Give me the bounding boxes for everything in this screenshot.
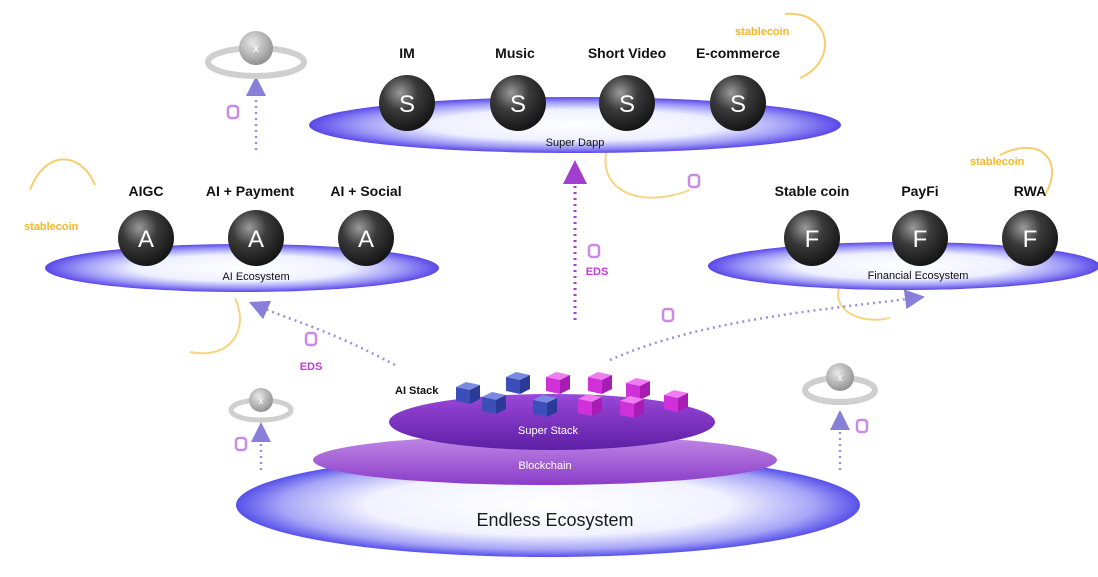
token-icon	[587, 243, 601, 259]
node-glyph: F	[913, 226, 928, 253]
s-sphere-icon	[599, 75, 655, 131]
cube-magenta	[578, 394, 602, 416]
node-title: Short Video	[588, 45, 666, 61]
arrow-right	[609, 289, 925, 362]
s-sphere-icon	[710, 75, 766, 131]
fin-node-payfi: F PayFi	[892, 183, 948, 266]
eds-label: EDS	[300, 361, 323, 373]
x-node-label: x	[837, 372, 843, 384]
ai-stack-cubes	[456, 372, 688, 418]
fin-node-rwa: F RWA	[1002, 183, 1058, 266]
node-glyph: F	[805, 226, 820, 253]
node-title: PayFi	[901, 183, 938, 199]
token-icon	[304, 331, 318, 347]
stablecoin-swoosh-right-low	[837, 284, 891, 321]
super-dapp-node-music: S Music	[490, 45, 546, 131]
cube-magenta	[664, 390, 688, 412]
a-sphere-icon	[228, 210, 284, 266]
x-node-label: x	[259, 396, 264, 407]
node-title: RWA	[1014, 183, 1046, 199]
ai-node-aigc: A AIGC	[118, 183, 174, 266]
node-glyph: S	[730, 91, 746, 118]
f-sphere-icon	[892, 210, 948, 266]
super-dapp-node-ecommerce: S E-commerce	[696, 45, 780, 131]
fin-node-stablecoin: F Stable coin	[775, 183, 850, 266]
stablecoin-label: stablecoin	[24, 221, 79, 233]
x-node-right: x	[802, 363, 878, 405]
s-sphere-icon	[490, 75, 546, 131]
stablecoin-swoosh-left-low	[189, 297, 241, 355]
cube-magenta	[546, 372, 570, 394]
node-title: AI + Payment	[206, 183, 295, 199]
ai-ecosystem-label: AI Ecosystem	[222, 271, 289, 283]
ai-stack-label: AI Stack	[395, 385, 439, 397]
cube-blue	[456, 382, 480, 404]
node-title: AI + Social	[330, 183, 401, 199]
endless-ecosystem-label: Endless Ecosystem	[476, 510, 633, 530]
node-glyph: A	[248, 226, 264, 253]
s-sphere-icon	[379, 75, 435, 131]
cube-magenta	[626, 378, 650, 400]
cube-blue	[533, 395, 557, 417]
node-title: Music	[495, 45, 535, 61]
stablecoin-label: stablecoin	[970, 156, 1025, 168]
cube-magenta	[588, 372, 612, 394]
stablecoin-swoosh-mid	[604, 139, 691, 199]
financial-ecosystem-label: Financial Ecosystem	[868, 270, 969, 282]
token-icon	[226, 104, 240, 120]
stablecoin-swoosh-right	[999, 146, 1053, 196]
super-dapp-label: Super Dapp	[546, 137, 605, 149]
super-dapp-node-short-video: S Short Video	[588, 45, 666, 131]
node-glyph: A	[358, 226, 374, 253]
stablecoin-swoosh-top	[784, 12, 827, 79]
f-sphere-icon	[1002, 210, 1058, 266]
super-dapp-node-im: S IM	[379, 45, 435, 131]
x-node-left: x	[228, 388, 294, 423]
ai-node-payment: A AI + Payment	[206, 183, 295, 266]
blockchain-label: Blockchain	[518, 460, 571, 472]
node-title: E-commerce	[696, 45, 780, 61]
a-sphere-icon	[118, 210, 174, 266]
token-icon	[234, 436, 248, 452]
x-node-label: x	[253, 41, 259, 55]
stablecoin-swoosh-left	[29, 158, 96, 191]
cube-blue	[482, 392, 506, 414]
blockchain-layer: Blockchain	[313, 435, 777, 485]
node-glyph: S	[510, 91, 526, 118]
node-title: IM	[399, 45, 415, 61]
stablecoin-label: stablecoin	[735, 26, 790, 38]
node-glyph: S	[399, 91, 415, 118]
cube-blue	[506, 372, 530, 394]
token-icon	[661, 307, 675, 323]
f-sphere-icon	[784, 210, 840, 266]
node-glyph: A	[138, 226, 154, 253]
endless-ecosystem-base: Endless Ecosystem	[236, 453, 860, 557]
token-icon	[687, 173, 701, 189]
node-glyph: S	[619, 91, 635, 118]
super-stack-label: Super Stack	[518, 425, 578, 437]
super-dapp-platform: Super Dapp	[309, 97, 841, 153]
node-title: Stable coin	[775, 183, 850, 199]
eds-label: EDS	[586, 266, 609, 278]
node-title: AIGC	[129, 183, 164, 199]
node-glyph: F	[1023, 226, 1038, 253]
token-icon	[855, 418, 869, 434]
cube-magenta	[620, 396, 644, 418]
a-sphere-icon	[338, 210, 394, 266]
x-node-top: x	[205, 31, 307, 79]
eds-arrow-left	[248, 300, 396, 367]
ai-node-social: A AI + Social	[330, 183, 402, 266]
